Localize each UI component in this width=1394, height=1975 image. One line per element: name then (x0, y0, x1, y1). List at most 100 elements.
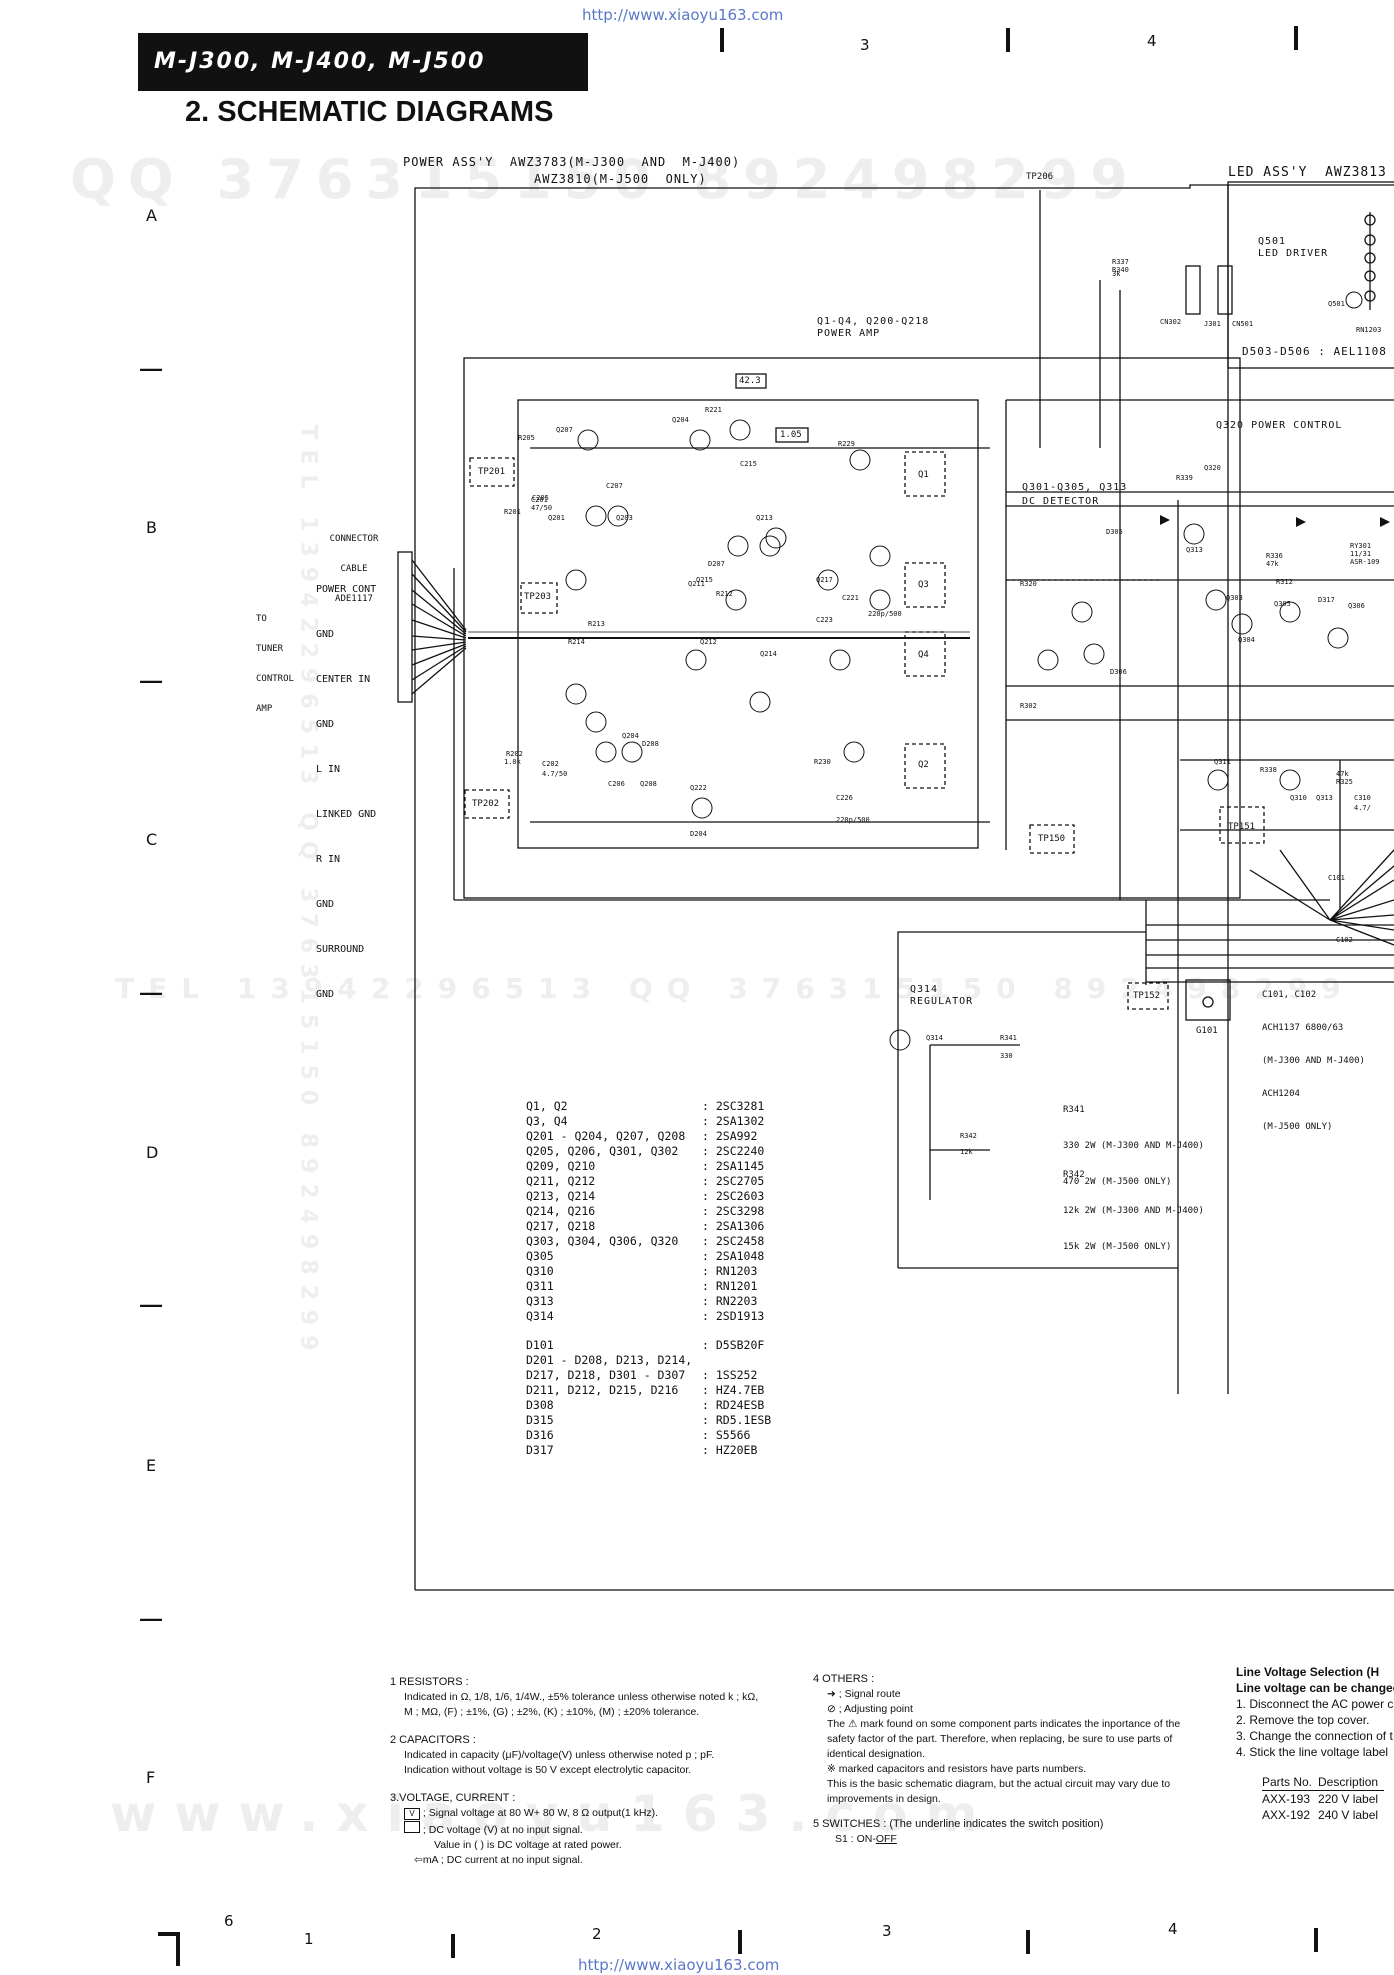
voltage-line: ; DC voltage (V) at no input signal. (390, 1821, 790, 1838)
part-ref: D217, D218, D301 - D307 (526, 1368, 686, 1382)
voltage-heading: 3.VOLTAGE, CURRENT : (390, 1792, 516, 1804)
voltage-text: ; Signal voltage at 80 W+ 80 W, 8 Ω outp… (422, 1807, 659, 1819)
svg-text:Q303: Q303 (1226, 594, 1243, 602)
part-ref: D315 (526, 1413, 554, 1427)
transistor-parts-list: Q1, Q2: 2SC3281 Q3, Q4: 2SA1302 Q201 - Q… (526, 1099, 764, 1324)
svg-text:Q215: Q215 (696, 576, 713, 584)
bottom-col-number: 4 (1168, 1920, 1178, 1938)
desc-cell: 220 V label (1318, 1792, 1379, 1806)
site-watermark: www.xiaoyu163.com (110, 1785, 996, 1843)
part-ref: D316 (526, 1428, 554, 1442)
r342-line: 15k 2W (M-J500 ONLY) (1063, 1242, 1172, 1252)
part-ref: Q1, Q2 (526, 1099, 568, 1113)
connector-line: ADE1117 (335, 594, 373, 604)
row-divider: — (140, 1606, 162, 1631)
svg-text:Q204: Q204 (622, 732, 639, 740)
part-ref: Q201 - Q204, Q207, Q208 (526, 1129, 686, 1143)
switch-text: S1 : ON- (835, 1833, 876, 1845)
list-item: Q314 : 2SD1913 (526, 1309, 764, 1324)
pin-label: GND (316, 989, 335, 1000)
list-item: D101: D5SB20F (526, 1338, 771, 1353)
svg-text:Q304: Q304 (1238, 636, 1255, 644)
svg-text:C310: C310 (1354, 794, 1371, 802)
svg-text:220p/500: 220p/500 (836, 816, 870, 824)
svg-text:R337: R337 (1112, 258, 1129, 266)
col-description: Description (1318, 1774, 1385, 1791)
svg-text:Q214: Q214 (760, 650, 777, 658)
part-no: : 2SC3298 (702, 1204, 765, 1218)
list-item: Q311: RN1201 (526, 1279, 764, 1294)
svg-text:R201: R201 (504, 508, 521, 516)
part-no: : 1SS252 (702, 1368, 758, 1382)
r341-line: R341 (1063, 1105, 1085, 1115)
svg-text:Q306: Q306 (1348, 602, 1365, 610)
list-item: Q305: 2SA1048 (526, 1249, 764, 1264)
svg-text:Q204: Q204 (672, 416, 689, 424)
svg-text:R325: R325 (1336, 778, 1353, 786)
others-text: ※ marked capacitors and resistors have p… (827, 1763, 1087, 1775)
connector-pin-list: POWER CONT GND CENTER IN GND L IN LINKED… (310, 552, 376, 1017)
c101-line: (M-J500 ONLY) (1262, 1122, 1333, 1132)
pin-label: GND (316, 629, 335, 640)
line-voltage-title: Line Voltage Selection (H (1236, 1665, 1380, 1679)
voltage-42: 42.3 (739, 376, 761, 386)
tp206-label: TP206 (1026, 172, 1054, 182)
tp203-label: TP203 (524, 592, 552, 602)
part-no: : RN1201 (702, 1279, 758, 1293)
top-col-tick (720, 28, 724, 52)
part-ref: Q314 (526, 1309, 554, 1323)
resistors-heading: 1 RESISTORS : (390, 1676, 469, 1688)
svg-text:Q203: Q203 (616, 514, 633, 522)
part-ref: Q217, Q218 (526, 1219, 596, 1233)
svg-text:R202: R202 (506, 750, 523, 758)
part-no: : 2SD1913 (702, 1309, 765, 1323)
q320-label: Q320 POWER CONTROL (1216, 420, 1343, 431)
svg-text:J301: J301 (1204, 320, 1221, 328)
c101-line: C101, C102 (1262, 990, 1317, 1000)
q314-label: Q314 (910, 984, 939, 995)
row-label-d: D (146, 1143, 159, 1162)
table-row: AXX-192 240 V label (1262, 1807, 1384, 1823)
list-item: D211, D212, D215, D216: HZ4.7EB (526, 1383, 771, 1398)
svg-text:Q314: Q314 (926, 1034, 943, 1042)
svg-text:CN501: CN501 (1232, 320, 1253, 328)
svg-text:R339: R339 (1176, 474, 1193, 482)
to-tuner-label: TO TUNER CONTROL AMP (256, 594, 294, 724)
voltage-text: Value in ( ) is DC voltage at rated powe… (434, 1839, 622, 1851)
r341-line: 330 2W (M-J300 AND M-J400) (1063, 1141, 1204, 1151)
q1-label: Q1 (918, 470, 929, 480)
svg-text:R338: R338 (1260, 766, 1277, 774)
top-col-number: 4 (1147, 32, 1157, 50)
bottom-col-tick (1314, 1928, 1318, 1952)
r342-line: 12k 2W (M-J300 AND M-J400) (1063, 1206, 1204, 1216)
list-item: Q313: RN2203 (526, 1294, 764, 1309)
part-no: : RD24ESB (702, 1398, 765, 1412)
tp201-label: TP201 (478, 467, 506, 477)
tp151-label: TP151 (1228, 822, 1256, 832)
corner-mark (158, 1932, 180, 1936)
power-amp-label: Q1-Q4, Q200-Q218 (817, 316, 930, 327)
capacitors-text: Indication without voltage is 50 V excep… (404, 1764, 692, 1776)
svg-text:Q313: Q313 (1316, 794, 1333, 802)
list-item: D308: RD24ESB (526, 1398, 771, 1413)
top-url-watermark: http://www.xiaoyu163.com (582, 6, 784, 24)
part-ref: D201 - D208, D213, D214, (526, 1353, 693, 1367)
to-line: CONTROL (256, 674, 294, 684)
svg-text:47/50: 47/50 (531, 504, 552, 512)
list-item: Q303, Q304, Q306, Q320: 2SC2458 (526, 1234, 764, 1249)
to-line: TUNER (256, 644, 284, 654)
notes-left: 1 RESISTORS : Indicated in Ω, 1/8, 1/6, … (390, 1675, 790, 1868)
svg-text:D306: D306 (1110, 668, 1127, 676)
list-item: D217, D218, D301 - D307 : 1SS252 (526, 1368, 771, 1383)
q501-label: Q501 (1258, 236, 1287, 247)
top-col-tick (1006, 28, 1010, 52)
svg-text:Q208: Q208 (640, 780, 657, 788)
q2-label: Q2 (918, 760, 929, 770)
q3-label: Q3 (918, 580, 929, 590)
svg-text:D317: D317 (1318, 596, 1335, 604)
part-ref: D211, D212, D215, D216 (526, 1383, 679, 1397)
page-number: 6 (224, 1912, 234, 1930)
svg-text:R336: R336 (1266, 552, 1283, 560)
connector-line: CABLE (340, 564, 368, 574)
others-line: ➜ ; Signal route (813, 1687, 1213, 1702)
